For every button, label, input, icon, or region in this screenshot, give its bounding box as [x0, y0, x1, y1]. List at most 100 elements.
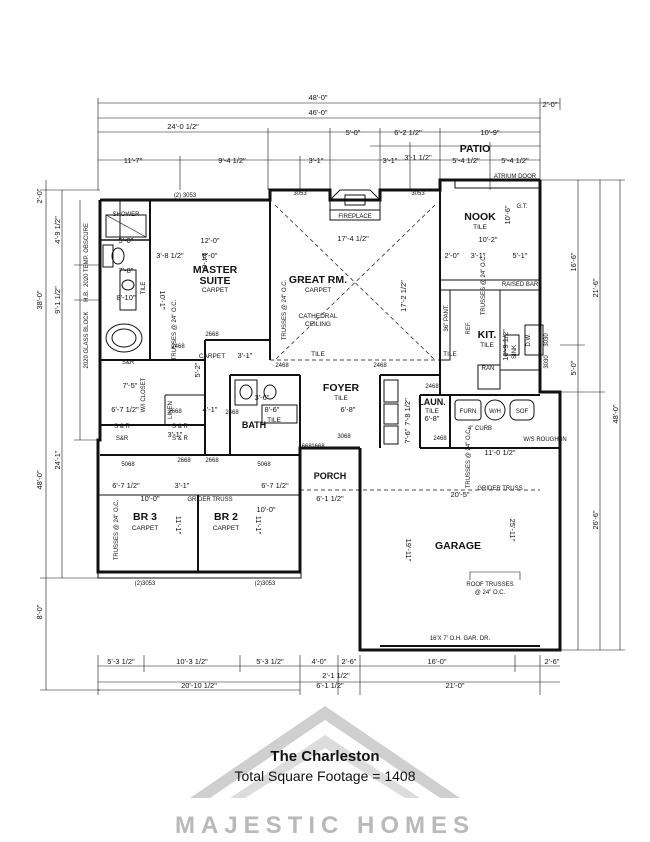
- trusses-br3: TRUSSES @ 24" O.C.: [114, 499, 120, 560]
- opening-callouts: (2) 3053 3053 3053 3030 3030 3068 1668 2…: [121, 191, 550, 587]
- dim-r480: 48'-0": [611, 404, 620, 423]
- top-dimensions: 48'-0" 46'-0" 2'-0" 24'-0 1/2" 5'-0" 6'-…: [97, 93, 561, 190]
- svg-text:3'-1": 3'-1": [238, 351, 253, 360]
- svg-text:10'-0": 10'-0": [140, 494, 159, 503]
- svg-text:10'-9 1/2": 10'-9 1/2": [501, 329, 510, 361]
- svg-text:3'-6": 3'-6": [255, 393, 270, 402]
- great-room-label: GREAT RM.: [289, 274, 347, 286]
- svg-text:17'-2 1/2": 17'-2 1/2": [399, 280, 408, 312]
- roof-trusses-2: @ 24" O.C.: [475, 590, 506, 596]
- br2-floor: CARPET: [213, 525, 239, 532]
- bath-label: BATH: [242, 420, 266, 430]
- garage-door: 16'X 7' O.H. GAR. DR. ROOF TRUSSES @ 24"…: [380, 571, 540, 647]
- nook-label: NOOK: [464, 211, 496, 223]
- svg-text:S & R: S & R: [114, 424, 130, 430]
- svg-text:11'-0 1/2": 11'-0 1/2": [484, 448, 515, 457]
- laundry-floor: TILE: [425, 408, 439, 415]
- fireplace-label: FIREPLACE: [338, 214, 371, 220]
- svg-text:2468: 2468: [433, 436, 447, 442]
- dim-b26a: 2'-6": [342, 657, 357, 666]
- roof-trusses-1: ROOF TRUSSES: [466, 582, 513, 588]
- fireplace: FIREPLACE: [329, 189, 381, 221]
- ref-label: REF.: [466, 321, 472, 334]
- master-bath-fixtures: SHOWER TILE: [102, 212, 147, 353]
- bottom-dimensions: 5'-3 1/2" 10'-3 1/2" 5'-3 1/2" 4'-0" 2'-…: [97, 655, 560, 695]
- shower-label: SHOWER: [113, 212, 141, 218]
- dim-r216: 21'-6": [591, 278, 600, 297]
- svg-text:10'-0": 10'-0": [256, 505, 275, 514]
- dim-b2010: 20'-10 1/2": [181, 681, 217, 690]
- master-label-1: MASTER: [193, 264, 238, 276]
- dim-l80: 8'-0": [35, 604, 44, 619]
- patio-label: PATIO: [460, 143, 491, 155]
- svg-text:3'-1": 3'-1": [471, 251, 486, 260]
- dim-b21a: 2'-1 1/2": [322, 671, 350, 680]
- svg-text:6'-7 1/2": 6'-7 1/2": [111, 405, 139, 414]
- foyer-floor: TILE: [334, 395, 348, 402]
- svg-text:5'-0": 5'-0": [119, 236, 134, 245]
- furn-label: FURN: [460, 409, 477, 415]
- svg-text:1668: 1668: [311, 444, 325, 450]
- svg-text:10'-1": 10'-1": [158, 290, 167, 309]
- svg-text:6'-8": 6'-8": [341, 405, 356, 414]
- svg-text:2668: 2668: [205, 458, 219, 464]
- svg-text:2468: 2468: [275, 363, 289, 369]
- svg-text:2668: 2668: [168, 409, 182, 415]
- svg-text:5'-2": 5'-2": [193, 362, 202, 377]
- dim-b40: 4'-0": [312, 657, 327, 666]
- svg-text:5'-1": 5'-1": [513, 251, 528, 260]
- svg-text:8'-0": 8'-0": [203, 251, 218, 260]
- temp-obscure-label: 2020 TEMP. OBSCURE: [84, 223, 90, 287]
- dim-48: 48'-0": [308, 93, 327, 102]
- trusses-nook: TRUSSES @ 24" O.C.: [481, 254, 487, 315]
- svg-text:3053: 3053: [411, 191, 425, 197]
- svg-text:11'-1": 11'-1": [254, 516, 263, 535]
- svg-text:14'-0": 14'-0": [200, 252, 209, 271]
- dim-b16: 16'-0": [427, 657, 446, 666]
- kit-tile: TILE: [443, 351, 457, 358]
- trusses-laun: TRUSSES @ 24" O.C.: [466, 427, 472, 488]
- dim-10: 10'-9": [480, 128, 499, 137]
- svg-text:LINEN: LINEN: [168, 401, 174, 419]
- foyer-fixtures: [383, 379, 399, 445]
- svg-text:2468: 2468: [425, 384, 439, 390]
- master-label-2: SUITE: [200, 275, 231, 287]
- svg-text:S & R: S & R: [172, 436, 188, 442]
- dim-46: 46'-0": [308, 108, 327, 117]
- svg-text:7'-8": 7'-8": [119, 266, 134, 275]
- dim-r166: 16'-6": [569, 252, 578, 271]
- svg-text:4'-1": 4'-1": [203, 405, 218, 414]
- dim-b61: 6'-1 1/2": [316, 681, 344, 690]
- dim-6: 6'-2 1/2": [394, 128, 422, 137]
- pantry-label: 36" PANT.: [444, 304, 450, 331]
- svg-text:2468: 2468: [225, 410, 239, 416]
- dim-54b: 5'-4 1/2": [501, 156, 529, 165]
- svg-text:20'-5": 20'-5": [450, 490, 469, 499]
- dw-label: D.W.: [526, 333, 532, 346]
- foyer-label: FOYER: [323, 382, 360, 394]
- svg-text:7'-8 1/2": 7'-8 1/2": [403, 398, 412, 426]
- square-footage: Total Square Footage = 1408: [234, 768, 416, 784]
- cathedral-ceiling-lines: [98, 204, 540, 496]
- svg-text:5068: 5068: [257, 462, 271, 468]
- svg-text:2668: 2668: [177, 458, 191, 464]
- dim-r266: 26'-6": [591, 510, 600, 529]
- svg-text:8'-10": 8'-10": [116, 293, 135, 302]
- svg-text:12'-0": 12'-0": [200, 236, 219, 245]
- wic-label: W/I CLOSET: [141, 377, 147, 412]
- dim-3b: 3'-1": [383, 156, 398, 165]
- svg-text:2'-0": 2'-0": [445, 251, 460, 260]
- hb-label: H.B.: [84, 290, 90, 302]
- gt-label: G.T.: [516, 204, 527, 210]
- porch-label: PORCH: [314, 471, 347, 481]
- svg-text:2668: 2668: [205, 332, 219, 338]
- svg-text:3'-1": 3'-1": [168, 430, 183, 439]
- svg-text:3'-8 1/2": 3'-8 1/2": [156, 251, 184, 260]
- bath-floor: TILE: [267, 417, 281, 424]
- kit-floor: TILE: [480, 342, 494, 349]
- kitchen-fixtures: FURN W/H SOF ATRIUM DOOR RAISED BAR 36" …: [439, 174, 567, 443]
- curb-label: 4" CURB: [468, 426, 492, 432]
- svg-text:19'-11": 19'-11": [404, 539, 413, 562]
- dim-l20: 2'-0": [35, 188, 44, 203]
